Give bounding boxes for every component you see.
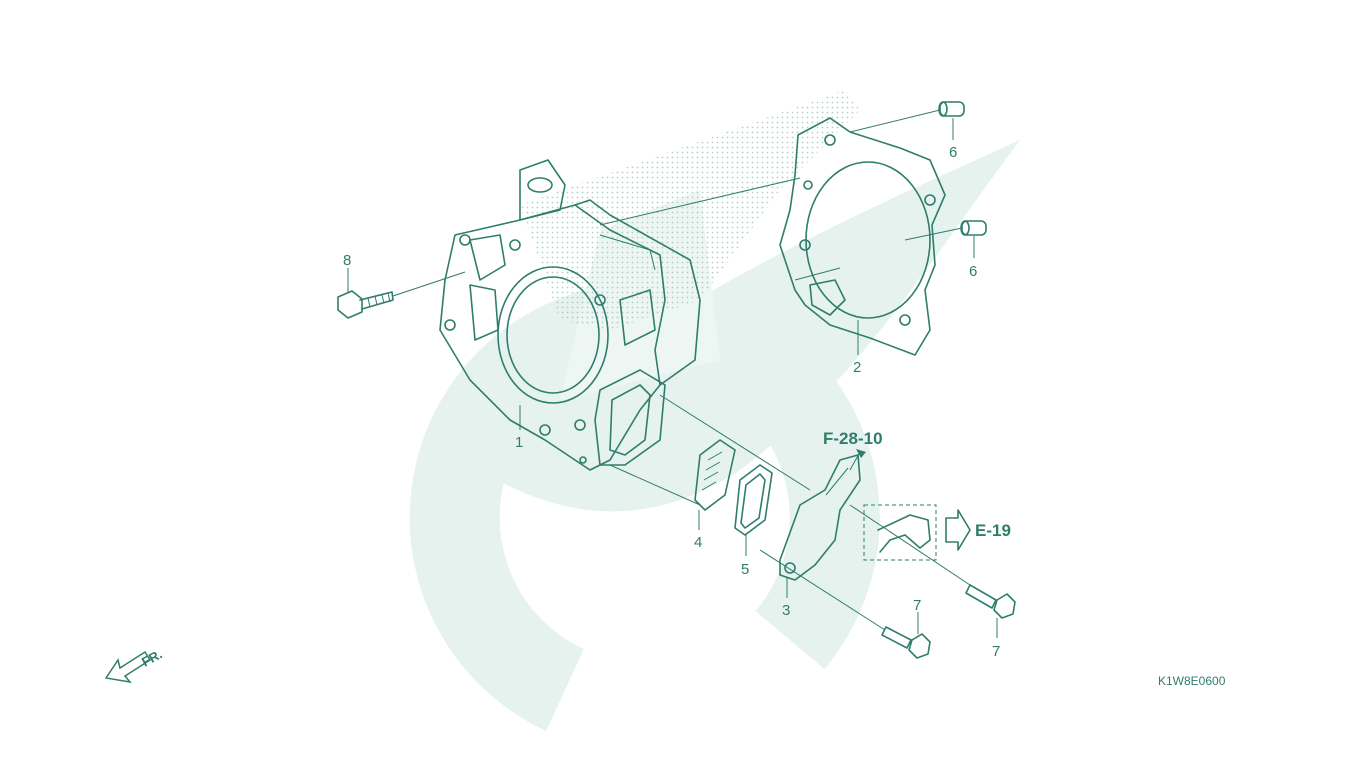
bolt-part-8: [337, 290, 394, 319]
callout-7a: 7: [913, 597, 921, 614]
cylinder-part: [439, 159, 701, 471]
bolt-part-7-lower: [881, 626, 931, 659]
front-arrow-icon: [104, 650, 152, 684]
callout-6b: 6: [969, 263, 977, 280]
dowel-pin-upper: [938, 101, 965, 117]
e19-arrow-icon: [945, 509, 971, 551]
callout-5: 5: [741, 561, 749, 578]
reed-part-4: [694, 439, 736, 511]
callout-1: 1: [515, 434, 523, 451]
callout-7b: 7: [992, 643, 1000, 660]
bolt-part-7-right: [965, 584, 1016, 619]
diagram-code: K1W8E0600: [1158, 674, 1226, 688]
callout-4: 4: [694, 534, 702, 551]
front-marker-label: FR.: [139, 646, 165, 669]
callout-2: 2: [853, 359, 861, 376]
callout-8: 8: [343, 252, 351, 269]
gasket-part: [779, 117, 946, 356]
reference-f-28-10[interactable]: F-28-10: [823, 429, 883, 448]
reference-e-19[interactable]: E-19: [975, 521, 1011, 540]
clamp-part: [877, 514, 931, 553]
dowel-pin-lower: [960, 220, 987, 236]
plate-part-3: [779, 454, 861, 581]
callout-6a: 6: [949, 144, 957, 161]
e19-reference-box: [863, 504, 937, 561]
assembly-lines: [347, 109, 998, 638]
dot-shading: [520, 90, 860, 330]
callout-3: 3: [782, 602, 790, 619]
gasket-part-5: [734, 464, 773, 536]
